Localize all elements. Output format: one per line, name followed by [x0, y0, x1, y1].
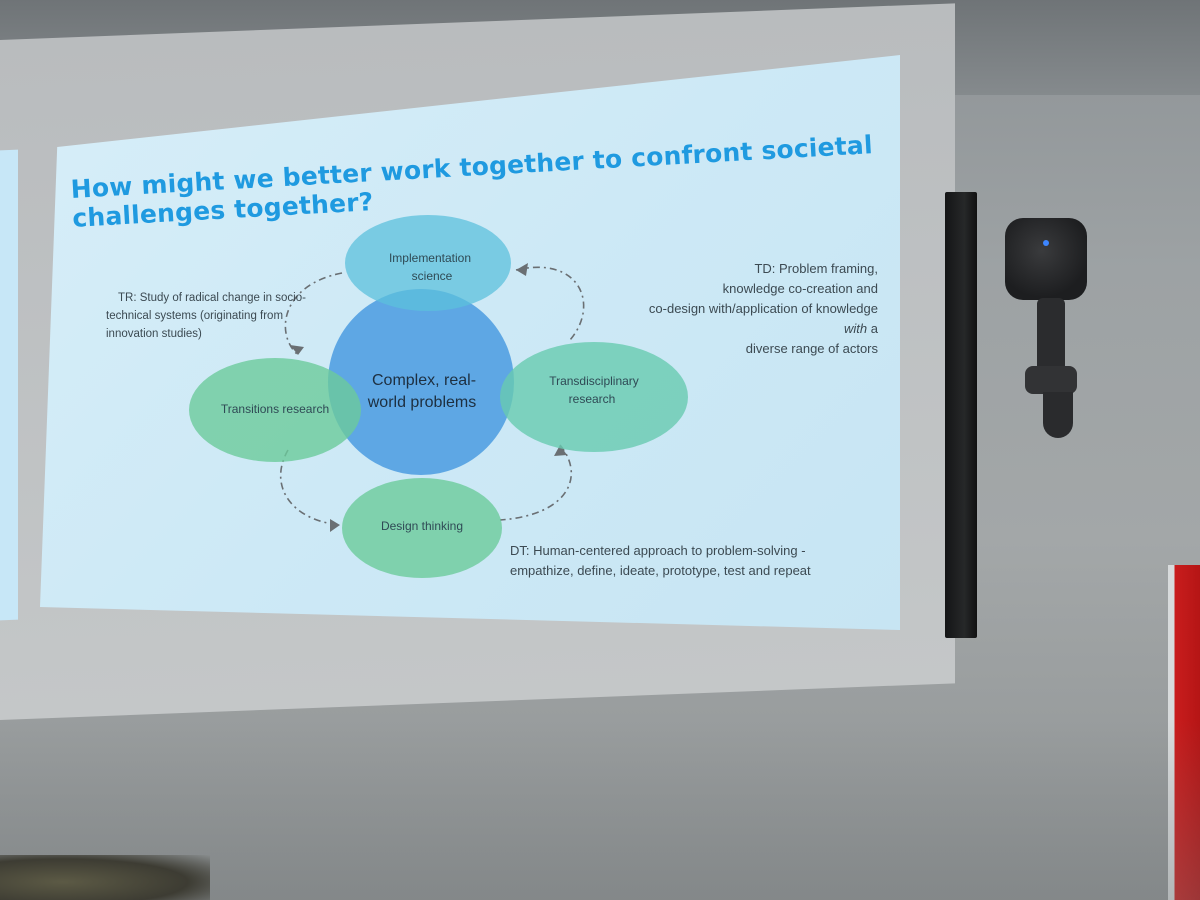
td-note-line-4: with a	[844, 321, 879, 336]
right-circle-label-2: research	[569, 392, 616, 406]
camera-mount	[1025, 366, 1077, 394]
center-circle	[328, 289, 514, 475]
td-note-line-1: TD: Problem framing,	[754, 261, 878, 276]
camera-hook	[1043, 392, 1073, 438]
cycle-arrows	[279, 266, 585, 526]
red-panel	[1168, 565, 1200, 900]
slide: Implementation science Transitions resea…	[40, 55, 900, 630]
center-label-2: world problems	[367, 394, 476, 411]
camera-led-icon	[1043, 240, 1049, 246]
td-note-line-3: co-design with/application of knowledge	[649, 301, 878, 316]
td-note: TD: Problem framing, knowledge co-creati…	[649, 261, 879, 356]
implementation-science-circle	[345, 215, 511, 311]
camera	[1005, 218, 1087, 300]
arrow-head-2	[516, 263, 528, 276]
arc-top-right	[515, 266, 585, 341]
design-thinking-circle	[342, 478, 502, 578]
dt-note-line-2: empathize, define, ideate, prototype, te…	[510, 563, 811, 578]
center-labels: Complex, real- world problems	[367, 372, 476, 411]
arrow-head-4	[554, 445, 567, 456]
center-label-1: Complex, real-	[372, 372, 476, 389]
transitions-research-circle	[189, 358, 361, 462]
arrow-head-3	[330, 519, 340, 532]
bottom-circle-label: Design thinking	[381, 519, 463, 533]
transdisciplinary-research-circle	[500, 342, 688, 452]
arc-top-left	[284, 272, 343, 356]
arc-bottom-right	[499, 444, 573, 521]
top-circle-label-2: science	[412, 269, 453, 283]
dt-note: DT: Human-centered approach to problem-s…	[510, 543, 811, 578]
tr-note: TR: Study of radical change in socio- te…	[106, 292, 306, 340]
circle-labels: Implementation science Transitions resea…	[221, 251, 639, 533]
arrow-head-1	[290, 345, 304, 355]
left-circle-label: Transitions research	[221, 402, 329, 416]
td-note-line-2: knowledge co-creation and	[723, 281, 878, 296]
td-note-line-4-rest: a	[867, 321, 879, 336]
adjacent-slide-sliver	[0, 149, 18, 621]
top-circle-label-1: Implementation	[389, 251, 471, 265]
arc-bottom-left	[279, 449, 341, 526]
right-circle-label-1: Transdisciplinary	[549, 374, 639, 388]
dt-note-line-1: DT: Human-centered approach to problem-s…	[510, 543, 806, 558]
td-note-italic: with	[844, 321, 867, 336]
tr-note-line-1: TR: Study of radical change in socio-	[118, 292, 306, 304]
camera-neck	[1037, 298, 1065, 378]
tr-note-line-3: innovation studies)	[106, 328, 202, 340]
foreground-object	[0, 855, 210, 900]
slide-diagram: Implementation science Transitions resea…	[106, 215, 879, 578]
wall-speaker	[945, 192, 977, 638]
td-note-line-5: diverse range of actors	[746, 341, 879, 356]
tr-note-line-2: technical systems (originating from	[106, 310, 283, 322]
arrow-heads	[290, 263, 567, 532]
